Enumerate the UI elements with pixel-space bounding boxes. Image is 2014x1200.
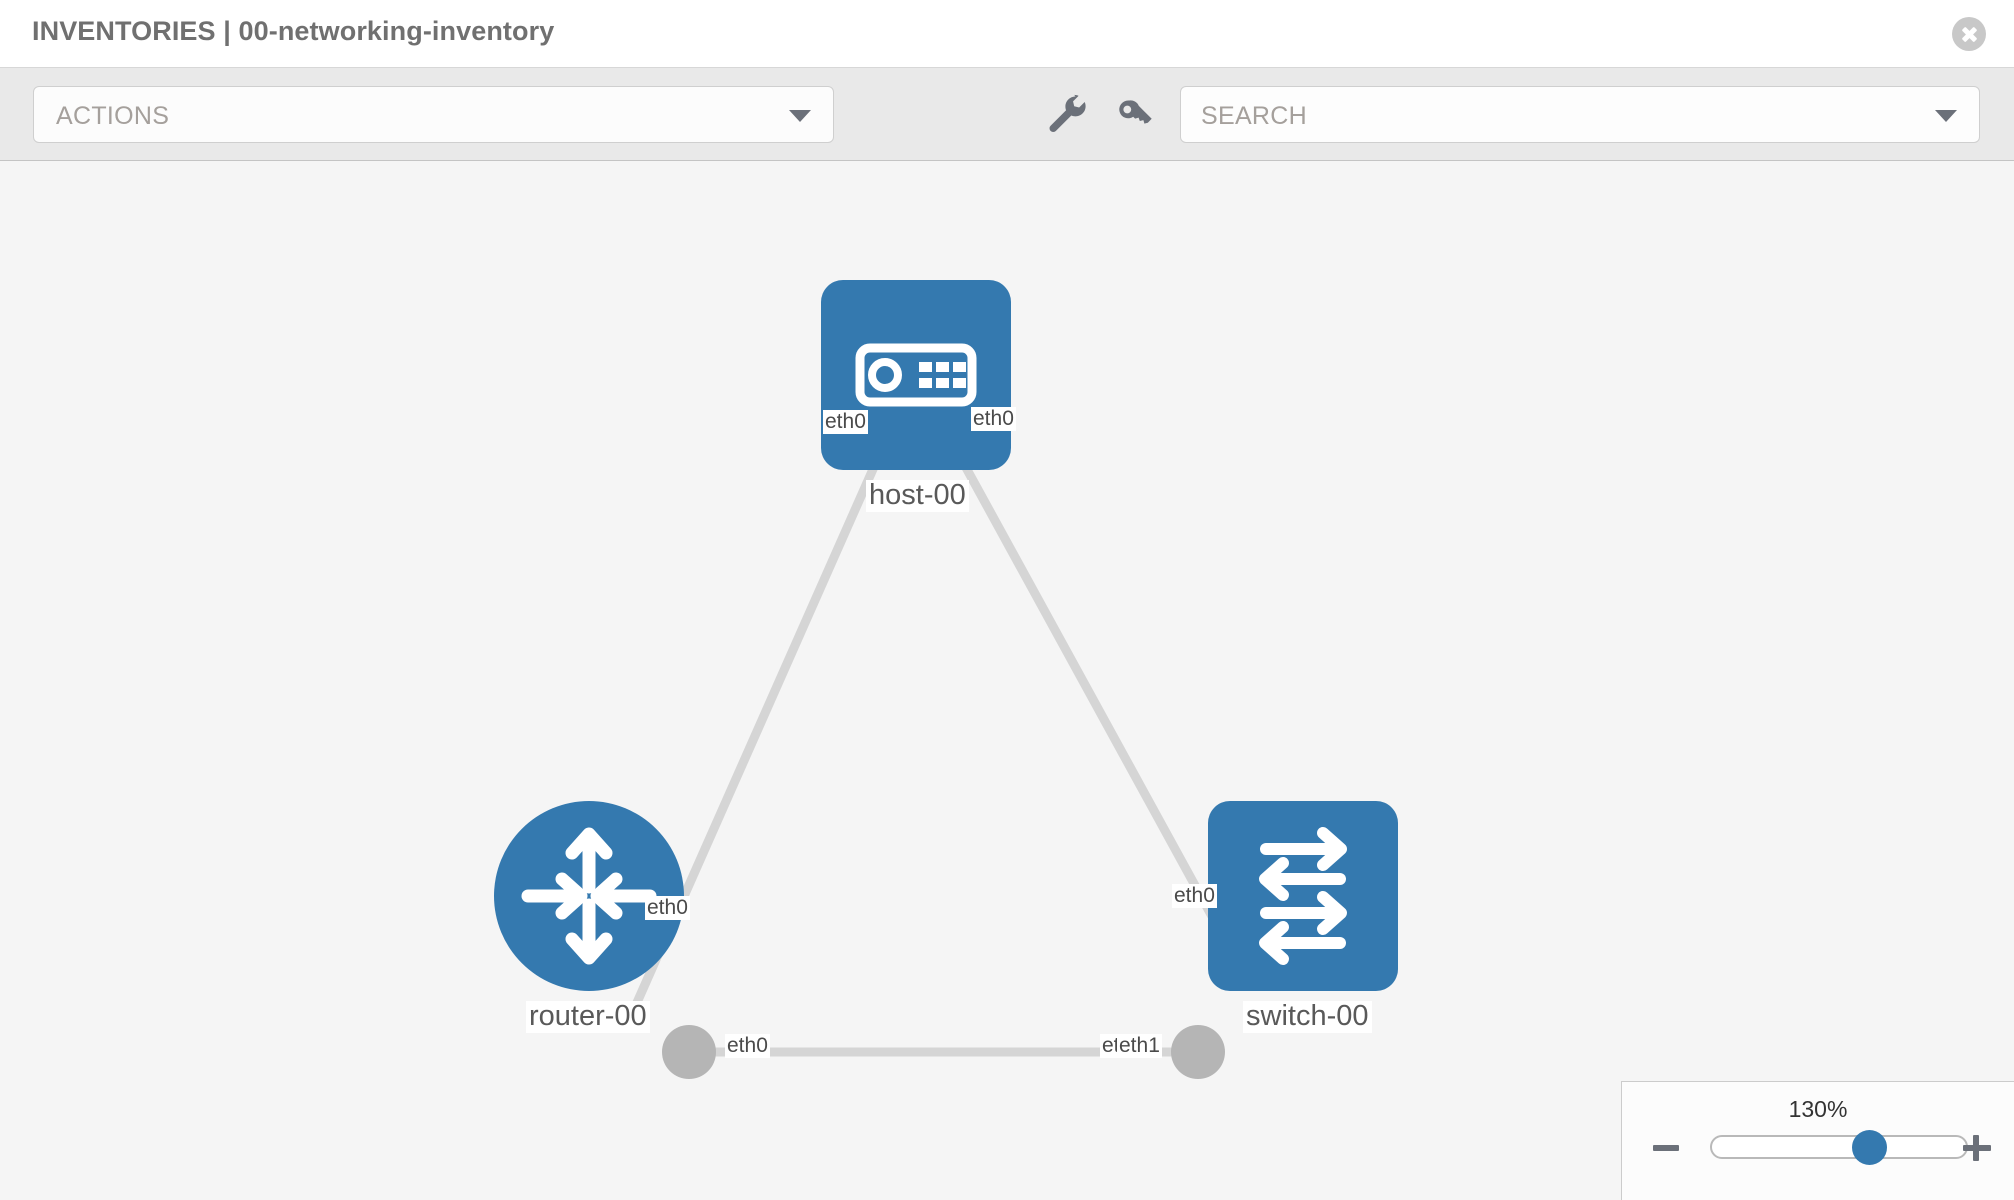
zoom-slider-thumb[interactable] xyxy=(1851,1129,1887,1165)
actions-dropdown[interactable]: ACTIONS xyxy=(33,86,834,143)
port-label-switch-up: eth0 xyxy=(1172,884,1217,909)
search-placeholder: SEARCH xyxy=(1201,102,1307,130)
node-label-host-00: host-00 xyxy=(866,479,969,512)
node-switch-00[interactable]: switch-00 xyxy=(1208,801,1398,1033)
close-icon[interactable] xyxy=(1952,17,1986,51)
port-label-switch-left: eth1 xyxy=(1117,1034,1162,1059)
wrench-icon[interactable] xyxy=(1042,90,1090,138)
endpoint-marker xyxy=(662,1025,716,1079)
node-label-router-00: router-00 xyxy=(526,1000,650,1033)
port-label-host-right: eth0 xyxy=(971,407,1016,432)
window-header: INVENTORIES | 00-networking-inventory xyxy=(0,0,2014,68)
chevron-down-icon xyxy=(789,109,811,122)
key-icon[interactable] xyxy=(1110,90,1158,138)
port-label-router-up: eth0 xyxy=(645,896,690,921)
zoom-in-button[interactable] xyxy=(1962,1133,1992,1163)
zoom-out-button[interactable] xyxy=(1651,1133,1681,1163)
switch-node-shape[interactable] xyxy=(1208,801,1398,991)
link-host-switch xyxy=(943,430,1247,976)
actions-dropdown-label: ACTIONS xyxy=(56,102,170,130)
port-label-router-right: eth0 xyxy=(725,1034,770,1059)
topology-canvas[interactable]: host-00 router-00 xyxy=(0,162,2014,1200)
endpoint-marker xyxy=(1171,1025,1225,1079)
node-label-switch-00: switch-00 xyxy=(1243,1000,1372,1033)
router-four-arrows-icon xyxy=(521,827,657,965)
node-host-00[interactable]: host-00 xyxy=(821,280,1011,512)
switch-exchange-arrows-icon xyxy=(1259,827,1347,965)
port-label-host-left: eth0 xyxy=(823,410,868,435)
chevron-down-icon xyxy=(1935,109,1957,122)
zoom-level-value: 130% xyxy=(1788,1096,1848,1122)
toolbar: ACTIONS SEARCH xyxy=(0,68,2014,161)
zoom-slider-track[interactable] xyxy=(1710,1129,1968,1165)
page-title: INVENTORIES | 00-networking-inventory xyxy=(32,16,555,46)
zoom-control-panel: 130% xyxy=(1621,1081,2014,1200)
search-input[interactable]: SEARCH xyxy=(1180,86,1980,143)
host-node-shape[interactable] xyxy=(821,280,1011,470)
server-device-icon xyxy=(855,343,977,407)
